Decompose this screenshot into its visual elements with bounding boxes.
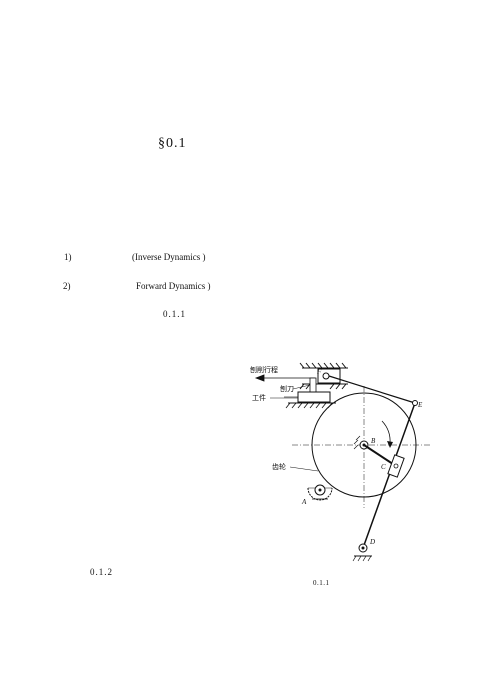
crank-bc <box>363 444 397 467</box>
rocker-de <box>362 402 416 549</box>
label-f: F <box>316 368 322 376</box>
label-workpiece: 工件 <box>252 393 266 402</box>
workpiece <box>297 391 331 403</box>
label-gear: 齿轮 <box>272 462 286 471</box>
link-ef <box>328 375 416 404</box>
rotation-arrow <box>381 420 391 445</box>
tool-body <box>309 377 317 393</box>
section-heading: §0.1 <box>158 136 187 151</box>
shaper-mechanism-diagram: 刨削行程 刨刀 工件 齿轮 A B C D E F <box>250 362 430 562</box>
joint-d <box>352 543 372 562</box>
list-item-2-text: Forward Dynamics ) <box>136 281 211 291</box>
label-a: A <box>301 498 307 506</box>
list-item-1-text: (Inverse Dynamics ) <box>132 252 206 262</box>
label-cutting-stroke: 刨削行程 <box>250 365 278 374</box>
label-d: D <box>369 538 375 546</box>
pinion-a <box>307 484 333 501</box>
list-item-1-number: 1) <box>64 252 72 262</box>
stroke-arrow <box>254 374 315 382</box>
label-tool: 刨刀 <box>280 384 294 393</box>
top-ground <box>299 362 348 390</box>
figure-caption: 0.1.1 <box>313 579 330 587</box>
label-c: C <box>381 463 386 471</box>
label-b: B <box>371 437 376 445</box>
list-item-2-number: 2) <box>63 281 71 291</box>
figure-reference-2: 0.1.2 <box>90 567 113 577</box>
joint-e <box>412 400 418 406</box>
joint-f <box>322 372 330 380</box>
label-e: E <box>417 401 423 409</box>
figure-reference-1: 0.1.1 <box>163 309 186 319</box>
